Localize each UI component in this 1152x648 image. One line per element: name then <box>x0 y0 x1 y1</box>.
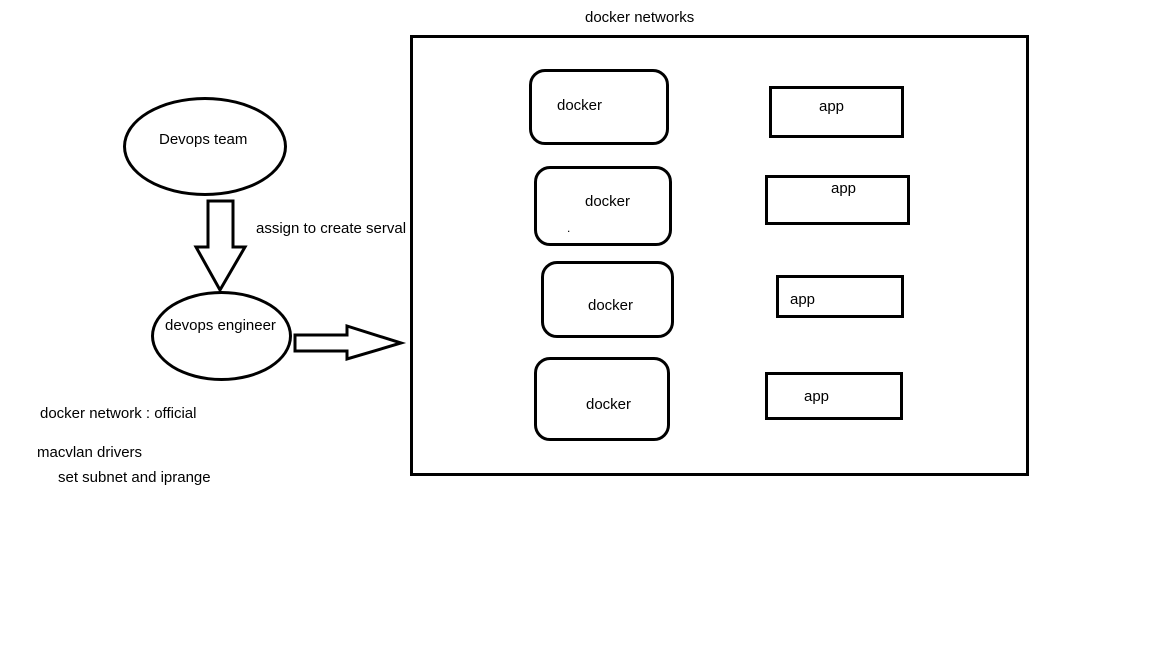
docker-network-box <box>410 35 1029 476</box>
docker-node-2 <box>534 166 672 246</box>
app-node-4 <box>765 372 903 420</box>
app-node-2-label: app <box>831 180 857 197</box>
docker-node-4-label: docker <box>586 396 632 413</box>
network-title: docker networks <box>585 9 695 26</box>
docker-node-1 <box>529 69 669 145</box>
note-subnet-iprange: set subnet and iprange <box>58 469 211 486</box>
app-node-2 <box>765 175 910 225</box>
devops-engineer-label: devops engineer <box>165 317 276 334</box>
docker-node-3 <box>541 261 674 338</box>
down-arrow <box>193 199 248 294</box>
app-node-3 <box>776 275 904 318</box>
docker-node-1-label: docker <box>557 97 603 114</box>
devops-engineer-node <box>151 291 292 381</box>
devops-team-node <box>123 97 287 196</box>
right-arrow <box>293 323 407 362</box>
docker-node-3-label: docker <box>588 297 634 314</box>
docker-node-2-label: docker <box>585 193 631 210</box>
assign-label: assign to create serval <box>256 220 407 237</box>
docker-node-4 <box>534 357 670 441</box>
app-node-1 <box>769 86 904 138</box>
note-docker-network: docker network : official <box>40 405 197 422</box>
stray-mark: . <box>567 221 571 235</box>
app-node-1-label: app <box>819 98 845 115</box>
app-node-3-label: app <box>790 291 816 308</box>
app-node-4-label: app <box>804 388 830 405</box>
devops-team-label: Devops team <box>159 131 248 148</box>
note-macvlan-drivers: macvlan drivers <box>37 444 143 461</box>
